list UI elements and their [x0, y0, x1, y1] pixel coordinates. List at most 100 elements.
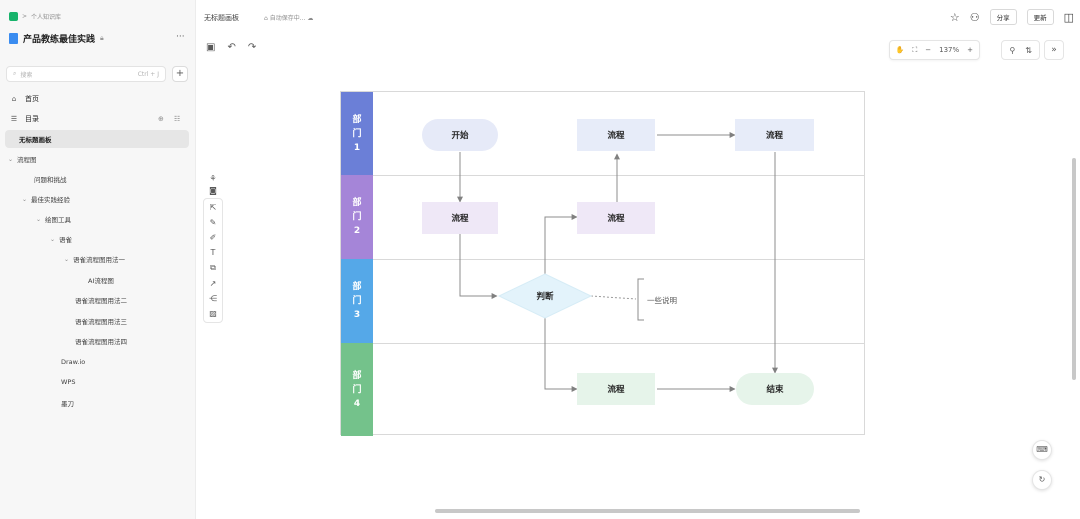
- tree-item[interactable]: ⌄ 语雀: [0, 230, 190, 248]
- zoom-level[interactable]: 137%: [939, 46, 960, 54]
- redo-icon[interactable]: ↷: [247, 42, 257, 53]
- pin-icon[interactable]: ⚲: [1009, 45, 1016, 55]
- top-actions: ☆ ⚇ 分享 更新 ◫: [950, 9, 1074, 25]
- add-collaborator-icon[interactable]: ⚇: [969, 10, 980, 24]
- connector-icon[interactable]: ↗: [209, 279, 217, 288]
- collapse-list-icon[interactable]: ☷: [174, 115, 181, 123]
- star-icon[interactable]: ☆: [949, 10, 960, 24]
- nav-toc[interactable]: ☰ 目录 ⊕ ☷: [0, 110, 196, 128]
- expand-button[interactable]: »: [1044, 40, 1064, 60]
- image-icon[interactable]: ▨: [209, 309, 217, 318]
- tree-item[interactable]: 语雀流程图用法四: [0, 332, 190, 350]
- node-end[interactable]: 结束: [736, 373, 814, 405]
- swimlane-diagram[interactable]: 部 门 1 部 门 2 部 门 3 部 门 4: [340, 91, 865, 436]
- horizontal-scroll-thumb[interactable]: [435, 509, 860, 513]
- adjust-icon[interactable]: ⇅: [1025, 45, 1032, 55]
- select-icon[interactable]: ⇱: [209, 203, 217, 212]
- node-process-2b[interactable]: 流程: [577, 202, 655, 234]
- tree-item-label: 流程图: [17, 156, 37, 164]
- node-process-1a[interactable]: 流程: [577, 119, 655, 151]
- chevron-down-icon[interactable]: ⌄: [22, 195, 28, 203]
- more-options-button[interactable]: ···: [176, 32, 185, 42]
- ai-icon[interactable]: ◙: [209, 186, 217, 195]
- tree-item[interactable]: ⌄ 最佳实践经验: [0, 190, 190, 208]
- search-shortcut: Ctrl + J: [137, 70, 159, 78]
- panel-toggle-icon[interactable]: ◫: [1063, 10, 1074, 24]
- node-process-4[interactable]: 流程: [577, 373, 655, 405]
- tree-item[interactable]: 语雀流程图用法二: [0, 291, 190, 309]
- zoom-in-button[interactable]: +: [967, 46, 973, 54]
- vertical-scrollbar[interactable]: [1071, 36, 1077, 506]
- lane-label: 部 门 1: [352, 114, 362, 153]
- tree-item-label: 语雀流程图用法一: [73, 256, 125, 264]
- chevron-down-icon[interactable]: ⌄: [36, 215, 42, 223]
- lane-1[interactable]: 部 门 1: [341, 92, 373, 175]
- node-process-2a[interactable]: 流程: [422, 202, 498, 234]
- add-button[interactable]: +: [172, 66, 188, 82]
- lane-3[interactable]: 部 门 3: [341, 259, 373, 343]
- tree-item-label: WPS: [61, 378, 76, 386]
- breadcrumb[interactable]: > 个人知识库: [9, 12, 61, 21]
- book-icon: [9, 33, 18, 44]
- undo-icon[interactable]: ↶: [227, 42, 236, 53]
- tree-item[interactable]: AI流程图: [0, 271, 190, 289]
- tree-item[interactable]: 语雀流程图用法三: [0, 312, 190, 330]
- side-toolbar: ⚘ ◙ ⇱ ✎ ✐ T ⧉ ↗ ⋲ ▨: [203, 174, 223, 323]
- fit-screen-icon[interactable]: ⛶: [912, 45, 918, 54]
- keyboard-shortcut-button[interactable]: ⌨: [1032, 440, 1052, 460]
- breadcrumb-label[interactable]: 个人知识库: [31, 14, 62, 21]
- chevron-down-icon[interactable]: ⌄: [64, 255, 70, 263]
- lane-label: 部 门 4: [352, 370, 362, 409]
- autosave-text: 自动保存中...: [269, 15, 306, 22]
- nav-home[interactable]: ⌂ 首页: [0, 90, 196, 108]
- lane-label: 部 门 3: [352, 282, 362, 320]
- lane-4[interactable]: 部 门 4: [341, 343, 373, 436]
- tree-item[interactable]: ⌄ 语雀流程图用法一: [0, 250, 190, 268]
- tree-item[interactable]: ⌄ 流程图: [0, 150, 190, 168]
- lane-2[interactable]: 部 门 2: [341, 175, 373, 259]
- document-title[interactable]: 无标题画板: [204, 14, 239, 22]
- search-input[interactable]: ⌕ 搜索 Ctrl + J: [6, 66, 166, 82]
- lane-divider: [373, 343, 864, 344]
- whiteboard-canvas[interactable]: ▣ ↶ ↷ ✋ ⛶ − 137% + ⚲ ⇅ » ⚘ ◙ ⇱ ✎ ✐ T ⧉ ↗…: [198, 34, 1068, 506]
- search-placeholder: 搜索: [20, 71, 33, 79]
- share-button[interactable]: 分享: [989, 9, 1017, 25]
- cloud-icon: ☁: [307, 15, 314, 22]
- mindmap-icon[interactable]: ⋲: [209, 294, 217, 303]
- tree-item-label: 最佳实践经验: [31, 196, 70, 204]
- brush-icon[interactable]: ✐: [209, 233, 217, 242]
- knowledge-base-title[interactable]: 产品教练最佳实践 🔒︎: [9, 32, 104, 45]
- tree-item[interactable]: WPS: [0, 373, 190, 391]
- tree-item[interactable]: Draw.io: [0, 353, 190, 371]
- tree-item-label: 墨刀: [61, 400, 74, 408]
- update-button[interactable]: 更新: [1026, 9, 1054, 25]
- node-process-1b[interactable]: 流程: [735, 119, 814, 151]
- chevron-down-icon[interactable]: ⌄: [8, 155, 14, 163]
- locate-icon[interactable]: ⊕: [158, 115, 164, 123]
- lane-divider: [373, 175, 864, 176]
- tree-item-label: 语雀流程图用法三: [75, 318, 127, 326]
- shape-icon[interactable]: ⧉: [210, 263, 216, 272]
- template-icon[interactable]: ⚘: [209, 174, 217, 183]
- tree-item[interactable]: ⌄ 绘图工具: [0, 210, 190, 228]
- tree-item-label: AI流程图: [88, 277, 114, 285]
- pen-icon[interactable]: ✎: [209, 218, 217, 227]
- node-start[interactable]: 开始: [422, 119, 498, 151]
- vertical-scroll-thumb[interactable]: [1072, 158, 1076, 380]
- note-connector: [590, 295, 637, 300]
- zoom-out-button[interactable]: −: [925, 46, 932, 54]
- node-note[interactable]: 一些说明: [647, 295, 677, 305]
- text-icon[interactable]: T: [210, 248, 216, 257]
- save-icon[interactable]: ▣: [206, 42, 216, 53]
- help-button[interactable]: ↻: [1032, 470, 1052, 490]
- hand-tool-icon[interactable]: ✋: [895, 46, 905, 54]
- tree-item[interactable]: 无标题画板: [5, 130, 189, 148]
- chevron-down-icon[interactable]: ⌄: [50, 235, 56, 243]
- node-decision[interactable]: 判断: [536, 292, 554, 302]
- tree-item[interactable]: 墨刀: [0, 394, 190, 412]
- horizontal-scrollbar[interactable]: [200, 508, 1068, 514]
- decision-diamond: [497, 273, 593, 319]
- app-logo-icon: [9, 12, 18, 21]
- tree-item-label: Draw.io: [61, 358, 86, 366]
- tree-item[interactable]: 问题和挑战: [0, 170, 190, 188]
